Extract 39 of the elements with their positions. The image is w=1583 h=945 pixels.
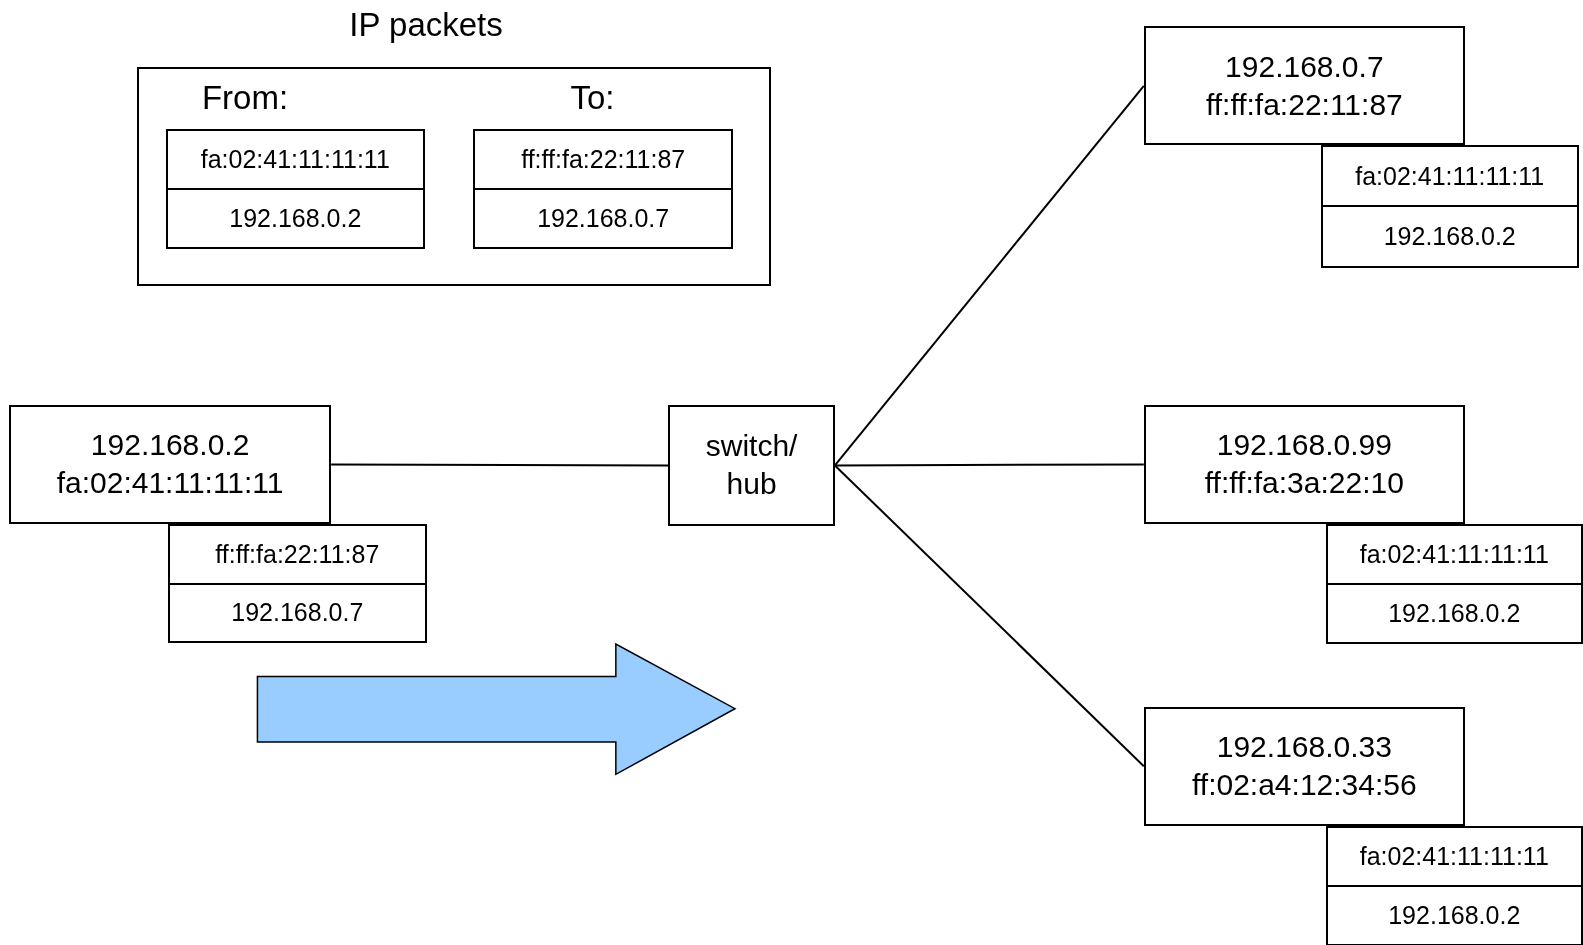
ip-address-text: 192.168.0.7: [230, 597, 365, 629]
packet-box: [1325, 825, 1583, 945]
packet-box: [1325, 523, 1583, 645]
switch-box: [668, 404, 835, 526]
ip-address-text: 192.168.0.7: [1225, 48, 1384, 85]
mac-address-text: ff:ff:fa:22:11:87: [475, 131, 731, 191]
ip-address-text: 192.168.0.33: [1216, 729, 1392, 766]
packet-box: [1320, 145, 1579, 268]
ip-address-text: 192.168.0.2: [1387, 598, 1522, 630]
ip-address-text: 192.168.0.7: [536, 203, 671, 235]
mac-address-text: ff:ff:fa:22:11:87: [169, 525, 426, 585]
ip-address-text: 192.168.0.2: [1382, 221, 1517, 252]
connection-line: [833, 463, 1145, 467]
packet-box: [473, 129, 733, 250]
device-label: switch/ hub: [704, 428, 799, 503]
ip-address-text: 192.168.0.2: [90, 427, 250, 464]
mac-address-text: fa:02:41:11:11:11: [167, 131, 423, 191]
mac-address-text: fa:02:41:11:11:11: [56, 465, 284, 502]
connection-line: [833, 84, 1145, 467]
ip-address-text: 192.168.0.2: [1387, 899, 1522, 931]
host-box: [1143, 404, 1465, 524]
host-box: [1143, 26, 1465, 146]
mac-address-text: fa:02:41:11:11:11: [1327, 827, 1581, 887]
packet-box: [165, 129, 425, 250]
mac-address-text: fa:02:41:11:11:11: [1322, 147, 1577, 208]
ip-address-text: 192.168.0.2: [228, 203, 363, 235]
connection-line: [330, 463, 670, 467]
field-label: To:: [570, 78, 615, 117]
mac-address-text: ff:02:a4:12:34:56: [1192, 767, 1417, 804]
host-box: [1143, 706, 1465, 826]
ip-address-text: 192.168.0.99: [1216, 427, 1392, 464]
mac-address-text: fa:02:41:11:11:11: [1327, 525, 1581, 585]
mac-address-text: ff:ff:fa:3a:22:10: [1204, 465, 1404, 502]
host-box: [9, 404, 332, 524]
connection-line: [833, 464, 1145, 768]
packet-box: [167, 523, 428, 644]
mac-address-text: ff:ff:fa:22:11:87: [1205, 86, 1403, 123]
field-label: From:: [201, 78, 289, 117]
panel-title: IP packets: [349, 6, 503, 45]
